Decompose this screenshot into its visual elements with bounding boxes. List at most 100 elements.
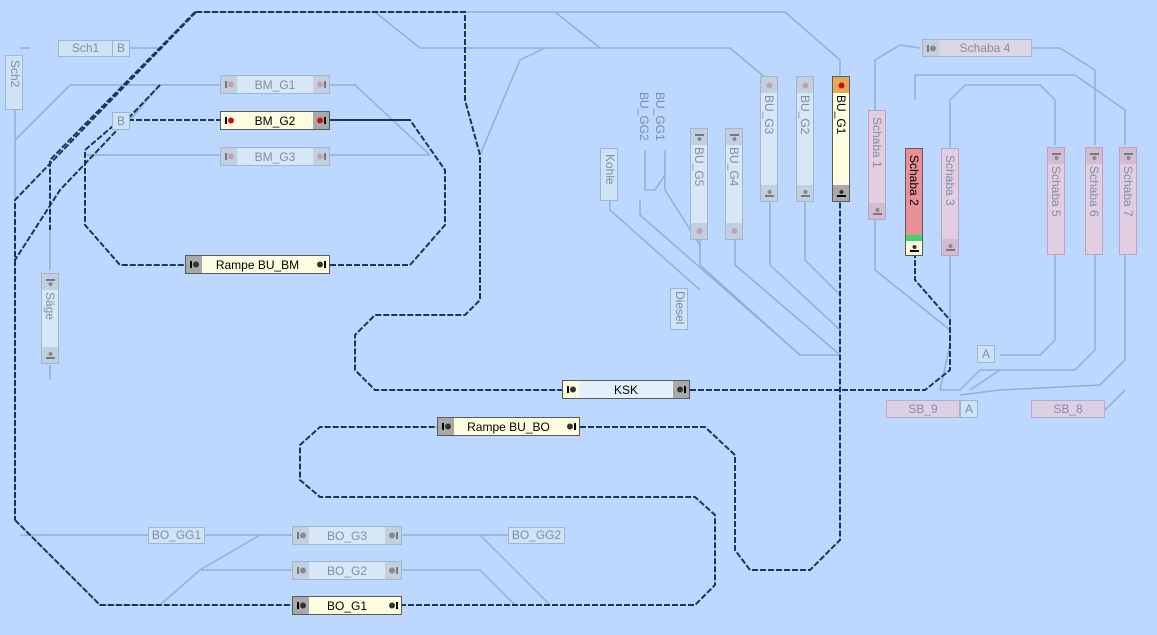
signal-top-icon[interactable]: [1086, 148, 1102, 164]
b-marker: B: [112, 112, 130, 130]
block-schaba-5[interactable]: Schaba 5: [1047, 147, 1065, 255]
signal-left-icon[interactable]: [293, 562, 309, 579]
block-label: BU_G4: [727, 147, 741, 187]
block-rampe-bu-bo[interactable]: Rampe BU_BO: [437, 417, 580, 436]
signal-green-icon[interactable]: [906, 235, 922, 255]
signal-right-icon[interactable]: [313, 256, 329, 273]
block-label: BM_G3: [254, 149, 296, 164]
signal-top-icon[interactable]: [1048, 148, 1064, 164]
signal-bottom-icon[interactable]: [691, 223, 707, 239]
block-bo-g3[interactable]: BO_G3: [292, 526, 402, 545]
signal-left-icon[interactable]: [923, 40, 939, 56]
block-label: BM_G2: [254, 113, 296, 128]
block-label: Schaba 3: [943, 155, 957, 206]
block-rampe-bu-bm[interactable]: Rampe BU_BM: [185, 255, 330, 274]
signal-left-icon[interactable]: [438, 418, 454, 435]
signal-red-left-icon[interactable]: [221, 112, 237, 129]
signal-right-icon[interactable]: [385, 527, 401, 544]
block-label: Rampe BU_BM: [215, 257, 300, 272]
bu-gg1-label: BU_GG1: [653, 92, 667, 141]
block-label: Schaba 4: [959, 41, 1011, 55]
block-label: BO_G3: [326, 528, 368, 543]
block-label: BU_G1: [834, 95, 848, 135]
signal-right-icon[interactable]: [385, 597, 401, 614]
block-schaba-7[interactable]: Schaba 7: [1119, 147, 1137, 255]
block-label: KSK: [613, 382, 638, 397]
signal-red-top-icon[interactable]: [833, 77, 849, 93]
block-label: BO_G1: [326, 598, 368, 613]
block-saege[interactable]: Säge: [41, 273, 59, 364]
bo-gg1-label: BO_GG1: [148, 527, 205, 544]
block-bm-g2[interactable]: BM_G2: [220, 111, 330, 130]
signal-bottom-icon[interactable]: [869, 203, 885, 219]
block-label: BO_G2: [326, 563, 368, 578]
signal-bottom-icon[interactable]: [42, 347, 58, 363]
a-marker-2: A: [960, 400, 978, 418]
block-label: BU_G5: [692, 147, 706, 187]
block-bu-g1[interactable]: BU_G1: [832, 76, 850, 202]
signal-top-icon[interactable]: [1120, 148, 1136, 164]
block-label: Schaba 7: [1121, 166, 1135, 217]
bo-gg2-label: BO_GG2: [508, 527, 565, 544]
block-label: SB_8: [1053, 402, 1083, 416]
signal-right-icon[interactable]: [313, 76, 329, 93]
block-label: Schaba 1: [870, 117, 884, 168]
block-label: BU_G2: [798, 95, 812, 135]
block-bu-g5[interactable]: BU_G5: [690, 128, 708, 240]
signal-right-icon[interactable]: [563, 418, 579, 435]
block-sb-9[interactable]: SB_9: [886, 400, 960, 418]
block-sb-8[interactable]: SB_8: [1031, 400, 1105, 418]
signal-right-icon[interactable]: [313, 148, 329, 165]
signal-left-icon[interactable]: [221, 76, 237, 93]
block-label: Schaba 5: [1049, 166, 1063, 217]
block-label: SB_9: [908, 402, 938, 416]
signal-left-icon[interactable]: [293, 527, 309, 544]
bu-gg2-label: BU_GG2: [637, 92, 651, 141]
block-ksk[interactable]: KSK: [562, 380, 690, 399]
block-bm-g1[interactable]: BM_G1: [220, 75, 330, 94]
block-schaba-3[interactable]: Schaba 3: [941, 148, 959, 256]
signal-bottom-icon[interactable]: [761, 185, 777, 201]
signal-top-icon[interactable]: [761, 77, 777, 93]
sch2-label: Sch2: [5, 55, 23, 110]
signal-right-icon[interactable]: [385, 562, 401, 579]
diesel-label: Diesel: [670, 288, 688, 330]
signal-bottom-icon[interactable]: [833, 185, 849, 201]
signal-top-icon[interactable]: [726, 129, 742, 145]
block-label: Schaba 6: [1087, 166, 1101, 217]
block-label: BM_G1: [254, 77, 296, 92]
sch1-label: Sch1: [58, 40, 113, 57]
signal-bottom-icon[interactable]: [726, 223, 742, 239]
block-bm-g3[interactable]: BM_G3: [220, 147, 330, 166]
sch1-tag: B: [112, 40, 130, 57]
signal-left-icon[interactable]: [563, 381, 579, 398]
signal-bottom-icon[interactable]: [942, 239, 958, 255]
signal-left-icon[interactable]: [221, 148, 237, 165]
block-schaba-6[interactable]: Schaba 6: [1085, 147, 1103, 255]
inactive-tracks: [14, 11, 1126, 606]
signal-red-right-icon[interactable]: [313, 112, 329, 129]
block-bo-g1[interactable]: BO_G1: [292, 596, 402, 615]
signal-left-icon[interactable]: [186, 256, 202, 273]
signal-top-icon[interactable]: [797, 77, 813, 93]
block-bo-g2[interactable]: BO_G2: [292, 561, 402, 580]
block-label: Rampe BU_BO: [467, 419, 550, 434]
signal-bottom-icon[interactable]: [797, 185, 813, 201]
signal-right-icon[interactable]: [673, 381, 689, 398]
block-schaba-1[interactable]: Schaba 1: [868, 110, 886, 220]
signal-top-icon[interactable]: [691, 129, 707, 145]
block-bu-g2[interactable]: BU_G2: [796, 76, 814, 202]
a-marker: A: [977, 345, 995, 363]
block-schaba-4[interactable]: Schaba 4: [922, 39, 1032, 57]
block-bu-g3[interactable]: BU_G3: [760, 76, 778, 202]
signal-top-icon[interactable]: [42, 274, 58, 290]
kohle-label: Kohle: [600, 148, 618, 201]
block-schaba-2[interactable]: Schaba 2: [905, 148, 923, 256]
signal-left-icon[interactable]: [293, 597, 309, 614]
block-label: Schaba 2: [907, 155, 921, 206]
block-label: BU_G3: [762, 95, 776, 135]
block-bu-g4[interactable]: BU_G4: [725, 128, 743, 240]
block-label: Säge: [43, 292, 57, 321]
